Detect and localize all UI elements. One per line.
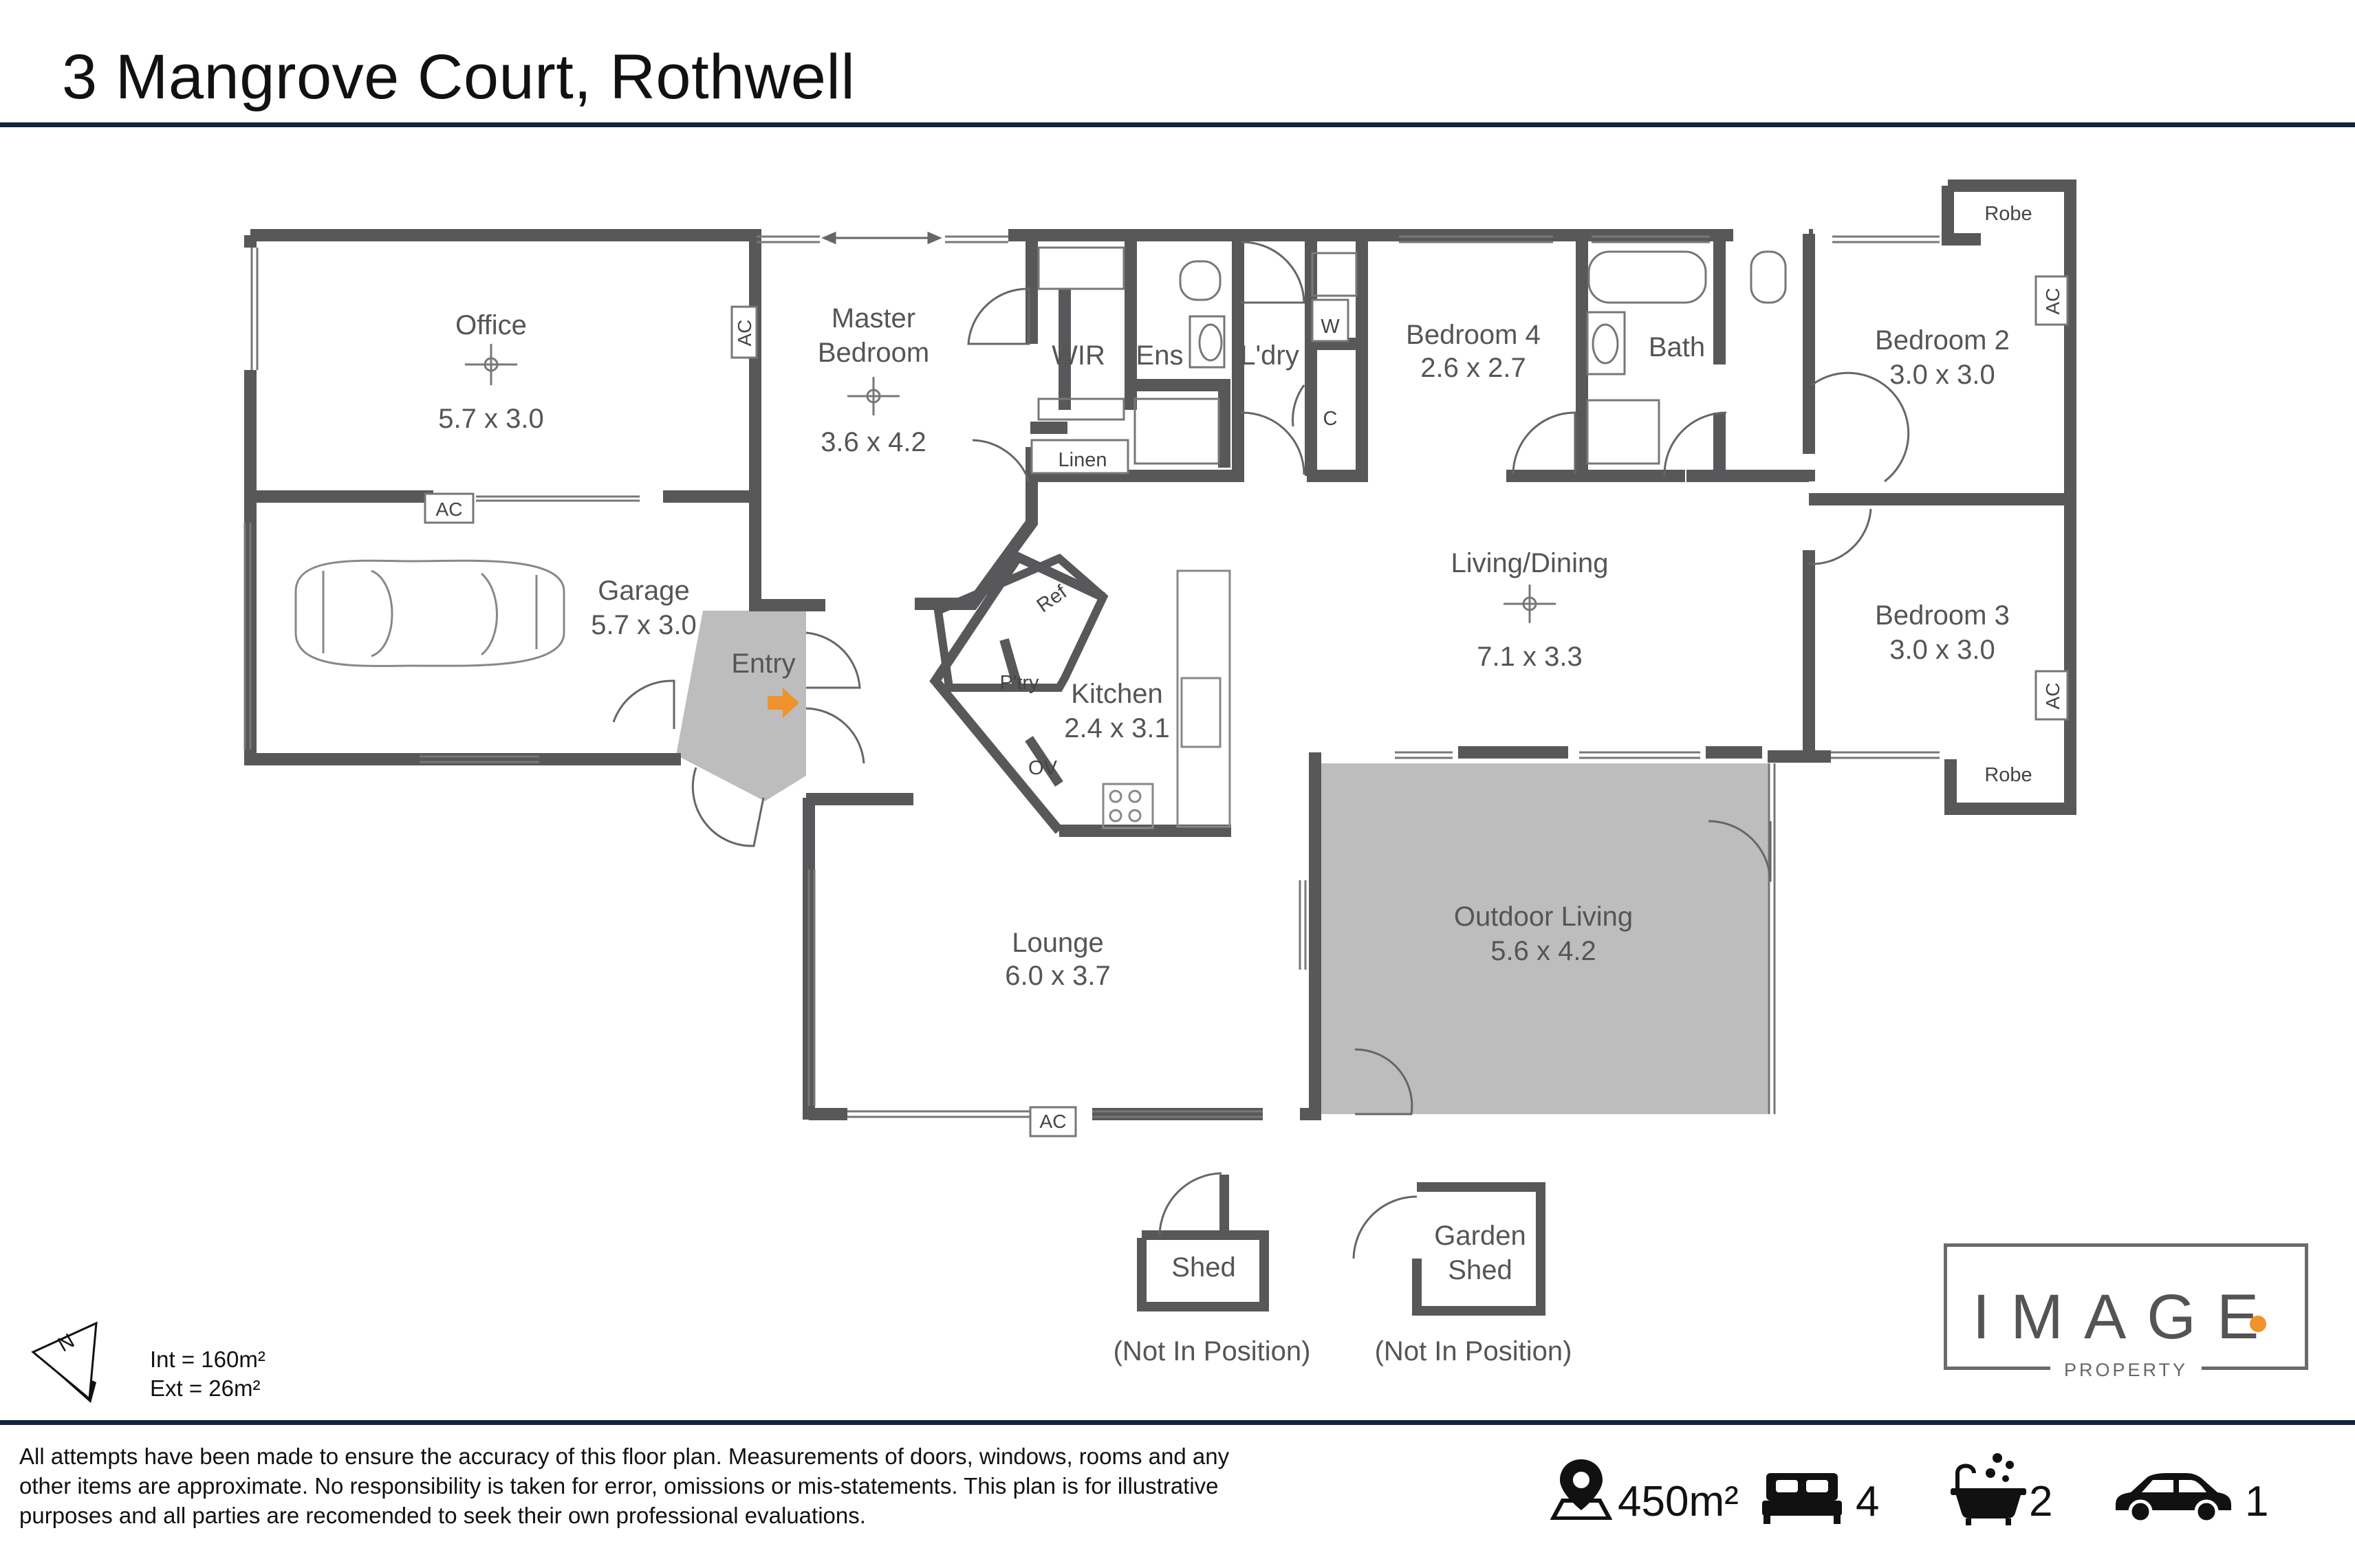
page-title: 3 Mangrove Court, Rothwell [62, 42, 856, 112]
lounge-size: 6.0 x 3.7 [1005, 961, 1110, 991]
land-area-value: 450m² [1618, 1478, 1739, 1525]
bathtub-icon [1951, 1453, 2026, 1525]
office-name: Office [455, 310, 527, 340]
garage-name: Garage [598, 576, 689, 606]
bath-shower [1586, 399, 1660, 465]
ac-label-lounge: AC [1040, 1111, 1067, 1132]
ac-label-bedroom2: AC [2042, 288, 2063, 315]
car-icon [2116, 1473, 2231, 1524]
header-rule [0, 122, 2355, 127]
shed-name: Shed [1171, 1252, 1235, 1283]
kitchen-walls [929, 551, 1105, 834]
internal-area: Int = 160m² [150, 1347, 265, 1372]
disclaimer-line-3: purposes and all parties are recomended … [19, 1503, 866, 1528]
living-name: Living/Dining [1451, 548, 1608, 578]
ensuite-toilet [1179, 260, 1222, 301]
disclaimer: All attempts have been made to ensure th… [19, 1441, 1326, 1530]
robe-bottom-name: Robe [1984, 764, 2032, 786]
laundry-name: L'dry [1240, 340, 1299, 371]
sheds [1137, 1175, 1545, 1316]
fixtures [1037, 246, 1787, 465]
laundry-tub [1311, 252, 1358, 297]
disclaimer-line-1: All attempts have been made to ensure th… [19, 1444, 1230, 1469]
outdoor-size: 5.6 x 4.2 [1490, 936, 1596, 966]
ens-name: Ens [1136, 340, 1184, 371]
kitchen-name: Kitchen [1071, 679, 1162, 709]
wir-name: WIR [1052, 340, 1105, 371]
small-boxes [1030, 298, 1349, 475]
doors [612, 241, 1910, 1115]
windows [243, 235, 1940, 1118]
lounge-name: Lounge [1012, 928, 1103, 958]
ac-labels: AC AC AC AC AC [436, 288, 2063, 1132]
garden-shed-name-2: Shed [1448, 1255, 1512, 1285]
bedroom2-name: Bedroom 2 [1875, 325, 2010, 356]
c-name: C [1323, 408, 1338, 430]
bedroom3-name: Bedroom 3 [1875, 600, 2010, 631]
disclaimer-line-2: other items are approximate. No responsi… [19, 1473, 1219, 1499]
logo-sub: PROPERTY [2050, 1360, 2202, 1381]
bedroom4-size: 2.6 x 2.7 [1420, 353, 1526, 383]
shed-note: (Not In Position) [1114, 1336, 1311, 1366]
ac-units [424, 275, 2069, 1137]
ref-name: Ref [1033, 581, 1072, 618]
bath-name: Bath [1649, 332, 1705, 362]
office-size: 5.7 x 3.0 [438, 404, 543, 434]
car-spaces-value: 1 [2245, 1478, 2269, 1525]
kitchen-counter [1102, 569, 1231, 829]
outdoor-name: Outdoor Living [1454, 902, 1633, 932]
oven-name: OV [1028, 757, 1058, 779]
master-name-1: Master [832, 303, 915, 334]
toilet-bath [1750, 250, 1787, 304]
w-name: W [1321, 316, 1340, 338]
logo-dot [2250, 1316, 2266, 1332]
bed-icon [1762, 1473, 1842, 1524]
external-area: Ext = 26m² [150, 1375, 261, 1401]
company-logo: IMAGE PROPERTY [1944, 1243, 2308, 1381]
ac-label-bedroom3: AC [2042, 683, 2063, 710]
entry-area [676, 611, 806, 801]
garden-shed-note: (Not In Position) [1375, 1336, 1572, 1366]
ac-label-master: AC [734, 320, 755, 347]
walls [244, 179, 2076, 1120]
logo-word: IMAGE [1972, 1282, 2280, 1352]
garage-size: 5.7 x 3.0 [591, 610, 696, 640]
master-name-2: Bedroom [818, 338, 929, 368]
bedrooms-value: 4 [1856, 1478, 1880, 1525]
shaded-areas [676, 611, 1769, 1114]
living-size: 7.1 x 3.3 [1477, 642, 1582, 672]
bath-vanity [1586, 311, 1626, 375]
pantry-name: P'try [999, 672, 1039, 694]
bedroom3-size: 3.0 x 3.0 [1889, 635, 1995, 665]
ensuite-vanity [1189, 315, 1226, 369]
entry-arrow-icon [768, 688, 799, 718]
room-labels: Office 5.7 x 3.0 Garage 5.7 x 3.0 Entry … [438, 203, 2032, 1366]
linen-name: Linen [1059, 449, 1107, 471]
kitchen-size: 2.4 x 3.1 [1064, 713, 1169, 743]
outdoor-living-area [1315, 763, 1769, 1114]
sliding-door-arrow [821, 231, 942, 245]
garage-car [294, 559, 565, 667]
bedroom4-name: Bedroom 4 [1406, 320, 1541, 350]
master-size: 3.6 x 4.2 [821, 427, 926, 457]
location-pin-icon [1550, 1459, 1612, 1520]
footer-rule [0, 1420, 2355, 1425]
bedroom2-size: 3.0 x 3.0 [1889, 360, 1995, 390]
robe-top-name: Robe [1984, 203, 2032, 225]
shed-doors [1158, 1172, 1418, 1259]
bathrooms-value: 2 [2029, 1478, 2053, 1525]
garden-shed-name-1: Garden [1434, 1221, 1526, 1251]
compass-icon: N [31, 1321, 98, 1403]
entry-name: Entry [731, 649, 795, 679]
bath-tub [1587, 250, 1707, 304]
ensuite-shower [1133, 398, 1220, 465]
ac-label-office-garage: AC [436, 499, 463, 520]
ceiling-fans [465, 344, 1556, 623]
